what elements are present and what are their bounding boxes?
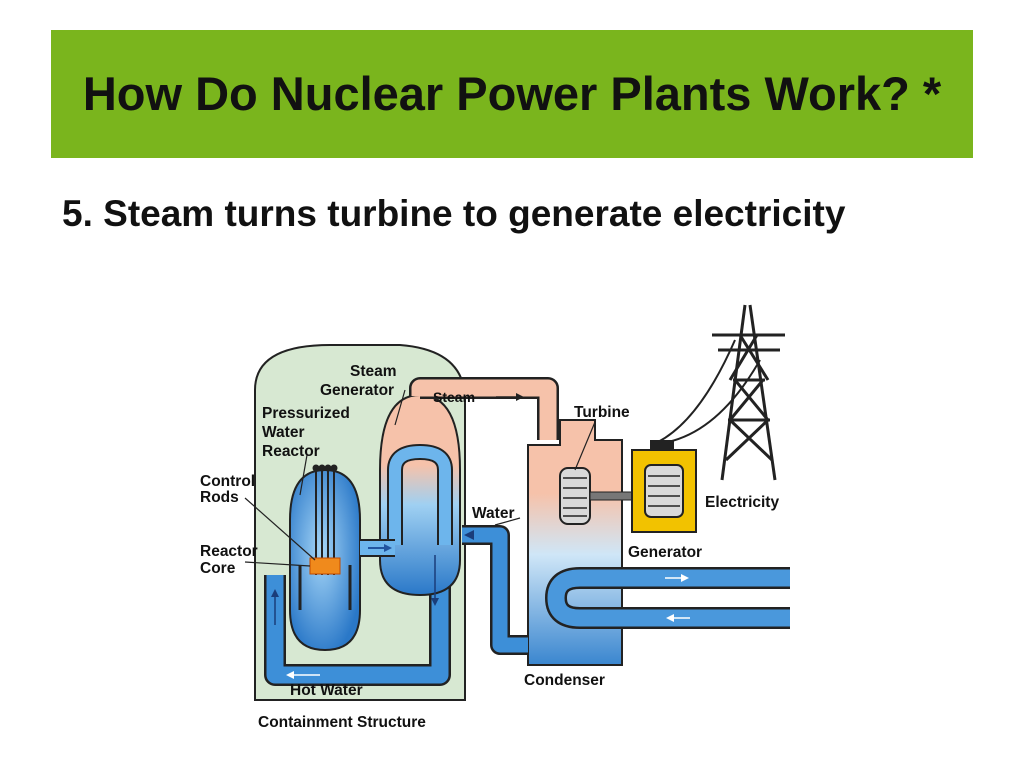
label-reactor-core-2: Core	[200, 560, 236, 577]
label-control-rods-2: Rods	[200, 489, 239, 506]
nuclear-plant-diagram: Steam Generator Pressurized Water Reacto…	[200, 304, 790, 731]
title-bar: How Do Nuclear Power Plants Work? *	[51, 30, 973, 158]
label-turbine: Turbine	[574, 404, 630, 421]
label-steam: Steam	[433, 389, 475, 405]
label-hot-water: Hot Water	[290, 682, 363, 699]
generator-icon	[631, 440, 697, 533]
label-containment-structure: Containment Structure	[258, 714, 426, 731]
label-reactor-core-1: Reactor	[200, 543, 258, 560]
label-water: Water	[472, 505, 515, 522]
label-electricity: Electricity	[705, 494, 779, 511]
bullet-text: 5. Steam turns turbine to generate elect…	[62, 193, 846, 234]
transmission-tower-icon	[712, 304, 785, 481]
turbine-icon	[559, 467, 591, 525]
reactor-core	[309, 557, 341, 575]
slide-title: How Do Nuclear Power Plants Work? *	[82, 67, 942, 120]
label-control-rods-1: Control	[200, 473, 255, 490]
label-generator: Generator	[628, 544, 702, 561]
label-pwr-3: Reactor	[262, 443, 320, 460]
label-pwr-1: Pressurized	[262, 405, 350, 422]
label-condenser: Condenser	[524, 672, 605, 689]
label-steam-generator-2: Generator	[320, 382, 394, 399]
label-pwr-2: Water	[262, 424, 305, 441]
label-steam-generator-1: Steam	[350, 363, 397, 380]
